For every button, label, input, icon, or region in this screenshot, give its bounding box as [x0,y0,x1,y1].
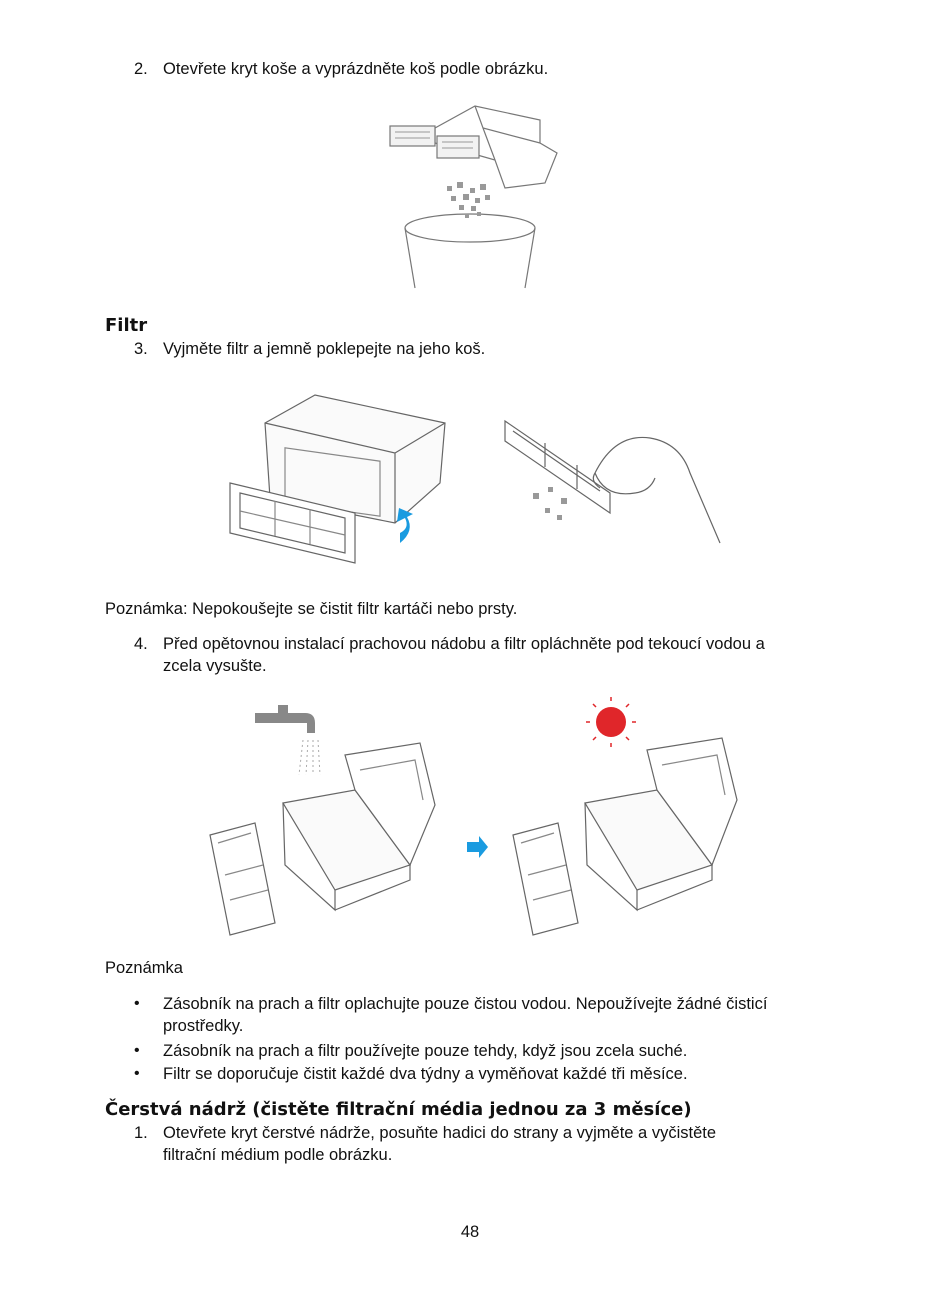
section-heading-fresh-tank: Čerstvá nádrž (čistěte filtrační média j… [105,1099,692,1120]
rinse-and-dry-illustration [209,697,738,936]
note-item-1-line-2: prostředky. [163,1017,244,1035]
step-number: 3. [134,340,148,358]
note-title: Poznámka [105,959,183,977]
bullet: • [134,1065,140,1082]
step-1-text-line-1: Otevřete kryt čerstvé nádrže, posuňte ha… [163,1124,716,1142]
note-item-2: Zásobník na prach a filtr používejte pou… [163,1042,688,1060]
bullet: • [134,1042,140,1059]
page-number: 48 [460,1223,480,1241]
faucet-icon [255,713,315,733]
bullet: • [134,995,140,1012]
filter-tapping-illustration [229,394,721,564]
step-1-text-line-2: filtrační médium podle obrázku. [163,1146,393,1164]
step-4-text-line-1: Před opětovnou instalací prachovou nádob… [163,635,765,653]
step-number: 4. [134,635,148,653]
step-2-text: Otevřete kryt koše a vyprázdněte koš pod… [163,60,549,78]
step-3-text: Vyjměte filtr a jemně poklepejte na jeho… [163,340,486,358]
blue-arrow-icon [397,508,413,543]
note-item-1-line-1: Zásobník na prach a filtr oplachujte pou… [163,995,768,1013]
note-text: Poznámka: Nepokoušejte se čistit filtr k… [105,600,518,618]
step-number: 1. [134,1124,148,1142]
bin-emptying-illustration [389,105,558,289]
step-4-text-line-2: zcela vysušte. [163,657,267,675]
section-heading-filter: Filtr [105,315,148,336]
step-number: 2. [134,60,148,78]
sun-icon [586,697,636,747]
blue-arrow-icon [467,836,488,858]
note-item-3: Filtr se doporučuje čistit každé dva týd… [163,1065,688,1083]
